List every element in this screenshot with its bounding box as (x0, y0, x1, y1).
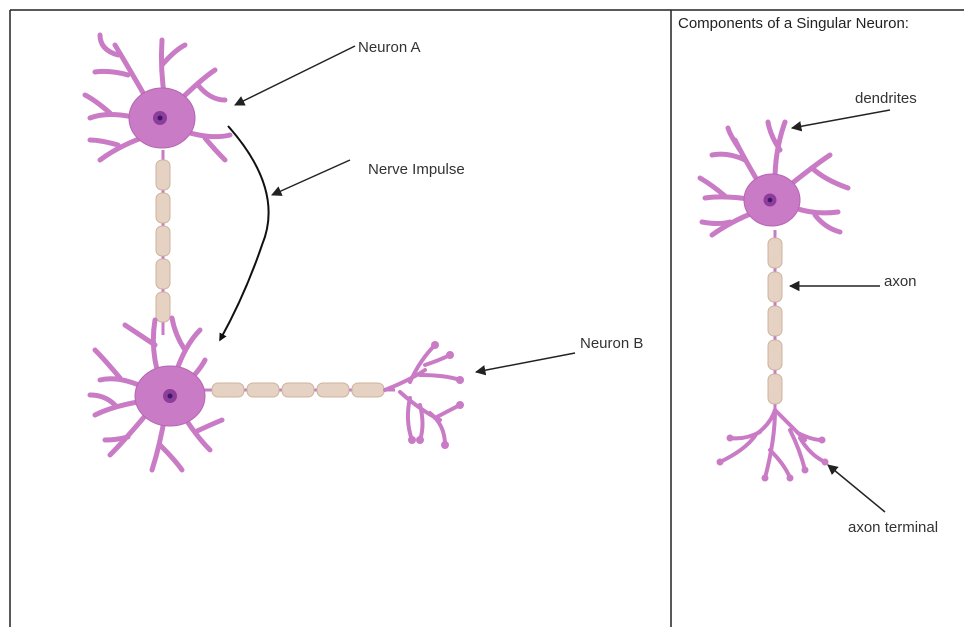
neuron-b-terminal-bulbs (408, 341, 464, 449)
neuron-b (90, 318, 222, 470)
left-panel: Neuron A Nerve Impulse Neuron B (85, 35, 643, 470)
neuron-b-label: Neuron B (580, 335, 643, 352)
axon-terminal-pointer-arrow (828, 465, 885, 512)
neuron-a (85, 35, 230, 160)
neuron-b-axon-terminal (385, 345, 460, 445)
dendrites-pointer-arrow (792, 110, 890, 128)
right-panel: Components of a Singular Neuron: (678, 15, 938, 536)
singular-neuron-axon (768, 230, 782, 412)
right-panel-title: Components of a Singular Neuron: (678, 15, 909, 32)
axon-label: axon (884, 273, 917, 290)
neuron-b-axon (200, 383, 395, 397)
nerve-impulse-label: Nerve Impulse (368, 161, 465, 178)
nerve-impulse-pointer-arrow (272, 160, 350, 195)
singular-neuron-axon-terminal (720, 410, 825, 478)
neuron-b-pointer-arrow (476, 353, 575, 372)
dendrites-label: dendrites (855, 90, 917, 107)
neuron-a-axon (156, 150, 170, 335)
singular-neuron-nucleolus (768, 198, 773, 203)
nerve-impulse-curved-arrow (220, 126, 269, 340)
neuron-a-label: Neuron A (358, 39, 421, 56)
neuron-b-nucleolus (168, 394, 173, 399)
singular-neuron (700, 122, 848, 235)
neuron-a-nucleolus (158, 116, 163, 121)
axon-terminal-label: axon terminal (848, 519, 938, 536)
neuron-a-pointer-arrow (235, 46, 355, 105)
